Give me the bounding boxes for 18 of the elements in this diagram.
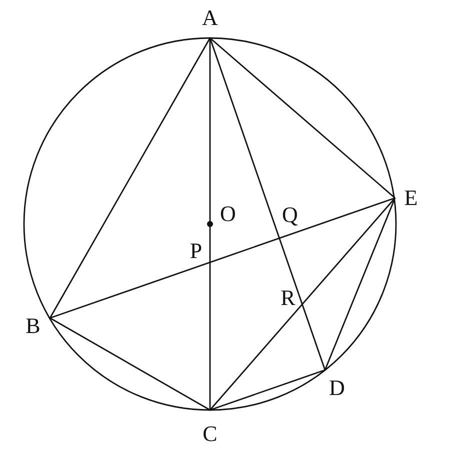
point-label: O	[218, 202, 238, 226]
line-segment	[50, 197, 396, 319]
point-label: C	[200, 422, 220, 446]
point-label: B	[23, 314, 43, 338]
point-label: E	[401, 186, 421, 210]
line-segment	[210, 37, 396, 199]
point-label: P	[186, 239, 206, 263]
line-segment	[209, 38, 326, 370]
line-segment	[209, 38, 211, 410]
line-segment	[324, 198, 396, 370]
point-label: Q	[280, 203, 300, 227]
line-segment	[210, 369, 326, 411]
point-label: R	[278, 286, 298, 310]
point-label: A	[200, 6, 220, 30]
line-segment	[49, 38, 211, 318]
line-segment	[209, 198, 396, 410]
line-segment	[50, 317, 210, 411]
point-label: D	[327, 376, 347, 400]
